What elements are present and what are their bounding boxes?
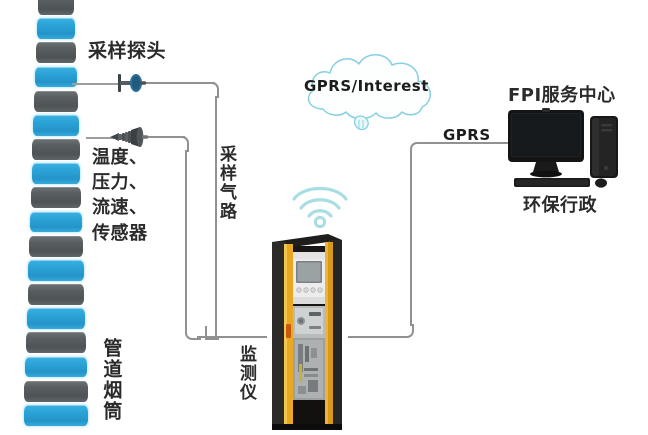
chimney-band: [32, 139, 80, 160]
chimney-band: [30, 187, 82, 209]
chimney-band: [25, 356, 87, 378]
pipe-sensor-vertical: [185, 150, 187, 326]
pipe-bottom-horizontal: [197, 336, 267, 338]
chimney-band: [23, 404, 89, 426]
chimney-band: [24, 380, 88, 402]
chimney-band: [36, 18, 76, 40]
chimney-band: [25, 332, 87, 354]
pipe-right-vertical: [215, 96, 217, 338]
chimney-band: [33, 114, 79, 136]
chimney-band: [26, 308, 86, 330]
label-environmental-admin: 环保行政: [523, 195, 597, 216]
gprs-line-vertical: [410, 152, 412, 326]
chimney-band: [29, 211, 83, 233]
cloud-label: GPRS/Interest: [304, 77, 429, 95]
sampling-probe-icon: [114, 68, 148, 98]
cloud-icon: GPRS/Interest: [292, 46, 444, 138]
duct-chimney-stack: [8, 0, 104, 435]
label-sensors-line-1: 温度、: [92, 147, 148, 168]
pipe-sensor-bottom-corner: [185, 326, 201, 340]
pipe-sensor-corner: [175, 136, 189, 152]
label-sampling-probe: 采样探头: [88, 40, 167, 62]
label-sensors-line-2: 压力、: [92, 172, 148, 194]
label-sensors-group: 温度、 压力、 流速、 传感器: [92, 147, 148, 244]
sampling-probe-line: [72, 83, 124, 85]
wifi-icon: [288, 182, 352, 229]
chimney-band: [35, 42, 77, 64]
label-sensors-line-3: 流速、: [92, 197, 148, 219]
pipe-top-horizontal: [140, 82, 215, 84]
label-duct-chimney: 管道烟筒: [100, 338, 123, 422]
chimney-band: [31, 163, 81, 185]
gprs-line-to-computer: [420, 142, 512, 144]
gprs-line-corner-bottom: [400, 324, 414, 338]
gprs-line-corner-top: [410, 142, 424, 156]
pipe-right-bottom-corner: [205, 326, 219, 340]
chimney-band: [27, 284, 85, 305]
chimney-band: [37, 0, 75, 15]
chimney-band: [34, 90, 78, 112]
monitoring-cabinet: [268, 228, 346, 430]
chimney-band: [34, 66, 78, 88]
label-gprs-link: GPRS: [443, 126, 491, 144]
pipe-top-corner: [205, 82, 219, 98]
sensor-probe-line: [86, 137, 118, 139]
sensor-probe-icon: [110, 124, 148, 150]
pipe-sensor-horizontal: [140, 136, 185, 138]
chimney-band: [29, 235, 83, 257]
label-sensors-line-4: 传感器: [92, 222, 148, 244]
label-sampling-gas-path: 采样气路: [216, 145, 237, 221]
gprs-line-from-cabinet: [348, 336, 408, 338]
chimney-band: [28, 259, 84, 281]
label-monitor-device: 监测仪: [236, 345, 257, 402]
desktop-computer-group: [502, 108, 624, 200]
label-fpi-service-center: FPI服务中心: [508, 85, 616, 106]
